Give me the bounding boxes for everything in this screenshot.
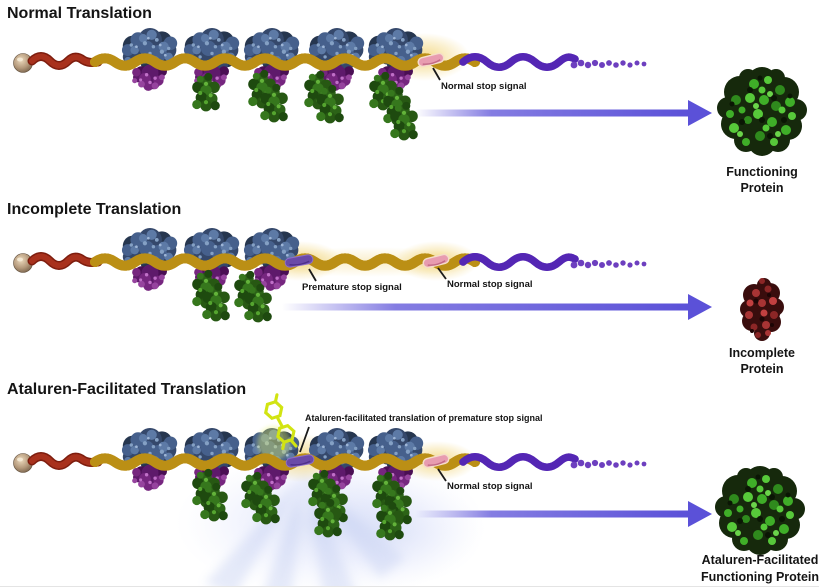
ataluren-functioning-protein (715, 466, 805, 555)
label-premature-stop-signal: Premature stop signal (302, 282, 402, 293)
incomplete-protein (740, 278, 784, 341)
panel-ataluren-translation: Ataluren-facilitated translation of prem… (7, 381, 819, 586)
mrna-dotted-tail (570, 459, 647, 469)
result-label-line2: Functioning Protein (701, 570, 819, 584)
label-normal-stop-signal: Normal stop signal (447, 279, 533, 290)
mrna-dotted-tail (570, 259, 647, 269)
label-pointer-line (299, 426, 310, 453)
result-arrow (415, 100, 712, 126)
panel-title: Normal Translation (7, 5, 152, 22)
label-normal-stop-signal: Normal stop signal (441, 81, 527, 92)
result-arrow (282, 294, 712, 320)
mrna-cap (14, 54, 99, 73)
label-normal-stop-signal: Normal stop signal (447, 481, 533, 492)
label-pointer-line (437, 468, 447, 482)
panel-title: Incomplete Translation (7, 201, 181, 218)
result-label-line1: Functioning (726, 165, 798, 179)
result-label-line1: Ataluren-Facilitated (702, 553, 819, 567)
panel-incomplete-translation: Premature stop signal Normal stop signal… (7, 201, 795, 376)
ataluren-glow (257, 426, 291, 460)
label-pointer-line (308, 268, 317, 282)
mrna-cap (14, 254, 99, 273)
label-ataluren-facilitated: Ataluren-facilitated translation of prem… (305, 413, 543, 423)
mrna-dotted-tail (570, 59, 647, 69)
result-arrow (415, 501, 712, 527)
result-label-line1: Incomplete (729, 346, 795, 360)
result-label-line2: Protein (740, 362, 783, 376)
result-label-line2: Protein (740, 181, 783, 195)
mrna-cap (14, 454, 99, 473)
functioning-protein (717, 67, 807, 156)
panel-normal-translation: Normal stop signal Functioning Protein N… (7, 5, 807, 195)
panel-title: Ataluren-Facilitated Translation (7, 381, 246, 398)
label-pointer-line (432, 67, 441, 81)
label-pointer-line (437, 267, 447, 280)
